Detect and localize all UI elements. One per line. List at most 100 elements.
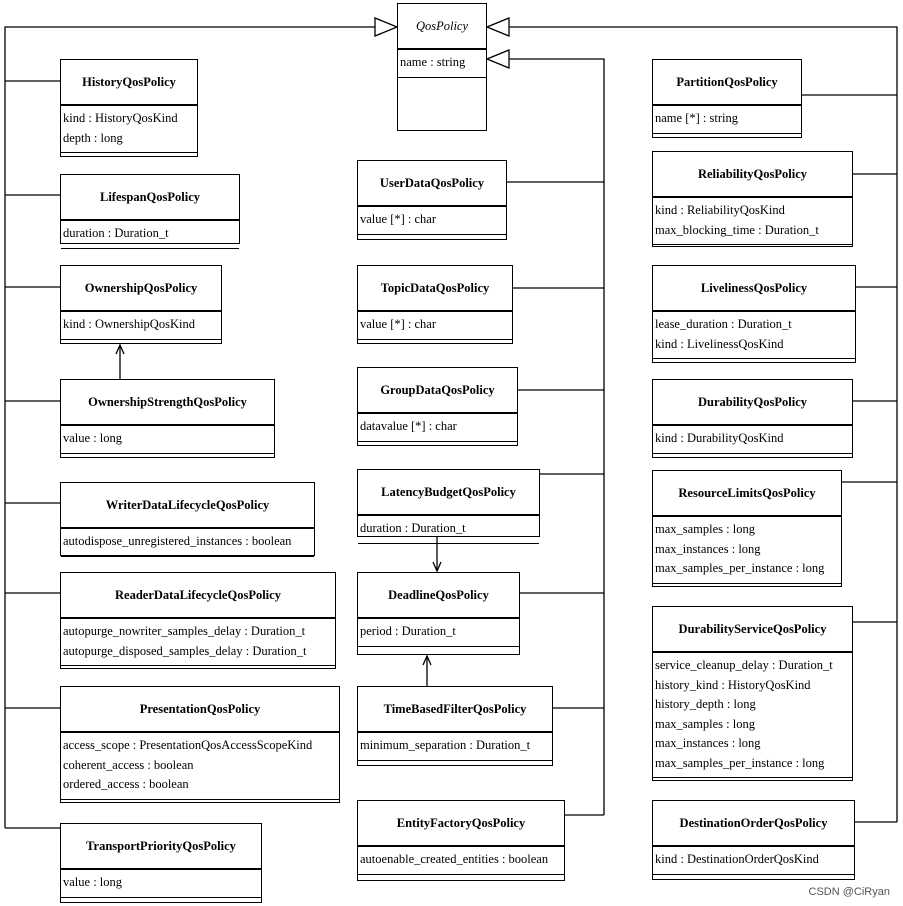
class-attributes: value [*] : char	[358, 311, 512, 339]
ownershipstrength-arrowhead	[115, 343, 125, 355]
class-attributes: name : string	[398, 49, 486, 77]
class-attributes: value : long	[61, 869, 261, 897]
class-attribute: kind : HistoryQosKind	[63, 111, 178, 125]
timebasedfilter-arrowhead	[422, 654, 432, 666]
class-name: TopicDataQosPolicy	[358, 266, 512, 311]
class-attribute: kind : OwnershipQosKind	[63, 317, 195, 331]
class-operations	[653, 873, 854, 883]
class-attribute: value [*] : char	[360, 212, 437, 226]
class-attribute: max_samples : long	[655, 522, 755, 536]
class-attribute: depth : long	[63, 130, 123, 145]
class-operations	[61, 338, 221, 348]
right-generalization-arrowhead	[485, 17, 510, 37]
class-name: PresentationQosPolicy	[61, 687, 339, 732]
class-operations	[61, 798, 339, 808]
class-attribute: max_instances : long	[655, 541, 761, 556]
class-operations	[358, 233, 506, 243]
class-attributes: duration : Duration_t	[358, 515, 539, 543]
class-operations	[358, 873, 564, 883]
class-attribute: coherent_access : boolean	[63, 757, 194, 772]
class-attributes: kind : DestinationOrderQosKind	[653, 846, 854, 874]
class-name: LivelinessQosPolicy	[653, 266, 855, 311]
class-operations	[358, 645, 519, 655]
class-attribute: service_cleanup_delay : Duration_t	[655, 658, 833, 672]
class-userdata: UserDataQosPolicy value [*] : char	[357, 160, 507, 240]
class-attributes: autodispose_unregistered_instances : boo…	[61, 528, 314, 556]
class-name: UserDataQosPolicy	[358, 161, 506, 206]
class-name: OwnershipQosPolicy	[61, 266, 221, 311]
class-attributes: access_scope : PresentationQosAccessScop…	[61, 732, 339, 799]
class-operations	[358, 542, 539, 552]
class-name: OwnershipStrengthQosPolicy	[61, 380, 274, 425]
class-attributes: value [*] : char	[358, 206, 506, 234]
class-name: HistoryQosPolicy	[61, 60, 197, 105]
class-operations	[358, 338, 512, 348]
class-operations	[61, 896, 261, 906]
class-attributes: kind : HistoryQosKind depth : long	[61, 105, 197, 152]
class-attributes: max_samples : long max_instances : long ma…	[653, 516, 841, 583]
class-attribute: max_samples_per_instance : long	[655, 561, 825, 575]
class-operations	[653, 582, 841, 592]
latencybudget-arrowhead	[432, 561, 442, 573]
class-name: ReliabilityQosPolicy	[653, 152, 852, 197]
class-name: ResourceLimitsQosPolicy	[653, 471, 841, 516]
class-name: EntityFactoryQosPolicy	[358, 801, 564, 846]
middle-generalization-trunk	[509, 58, 605, 815]
class-attribute: value : long	[63, 875, 123, 889]
watermark: CSDN @CiRyan	[808, 886, 890, 898]
class-attributes: name [*] : string	[653, 105, 801, 133]
middle-generalization-arrowhead	[485, 49, 510, 69]
class-operations	[358, 759, 552, 769]
class-attribute: autopurge_nowriter_samples_delay : Durat…	[63, 624, 306, 638]
class-attribute: period : Duration_t	[360, 624, 456, 638]
class-attributes: kind : OwnershipQosKind	[61, 311, 221, 339]
class-name: LifespanQosPolicy	[61, 175, 239, 220]
class-attributes: autoenable_created_entities : boolean	[358, 846, 564, 874]
class-operations	[653, 358, 855, 367]
class-attribute: datavalue [*] : char	[360, 419, 457, 433]
class-groupdata: GroupDataQosPolicy datavalue [*] : char	[357, 367, 518, 446]
class-attributes: datavalue [*] : char	[358, 413, 517, 441]
class-latencybudget: LatencyBudgetQosPolicy duration : Duratio…	[357, 469, 540, 544]
class-operations	[61, 555, 314, 565]
class-operations	[653, 244, 852, 253]
class-operations	[653, 777, 852, 786]
class-operations	[61, 665, 335, 674]
class-attribute: max_instances : long	[655, 736, 761, 750]
class-operations	[653, 132, 801, 142]
class-attribute: autopurge_disposed_samples_delay : Durat…	[63, 643, 307, 658]
class-name: LatencyBudgetQosPolicy	[358, 470, 539, 515]
class-ownership: OwnershipQosPolicy kind : OwnershipQosKin…	[60, 265, 222, 344]
class-operations	[61, 152, 197, 161]
class-attribute: max_blocking_time : Duration_t	[655, 222, 819, 237]
class-operations	[61, 452, 274, 462]
class-name: TimeBasedFilterQosPolicy	[358, 687, 552, 732]
class-attribute: max_samples : long	[655, 716, 755, 731]
class-attribute: access_scope : PresentationQosAccessScop…	[63, 738, 313, 752]
class-attribute: name : string	[400, 55, 466, 69]
class-attributes: kind : DurabilityQosKind	[653, 425, 852, 453]
class-name: DurabilityQosPolicy	[653, 380, 852, 425]
class-attribute: duration : Duration_t	[360, 521, 466, 535]
class-name: WriterDataLifecycleQosPolicy	[61, 483, 314, 528]
class-attribute: duration : Duration_t	[63, 226, 169, 240]
class-attributes: minimum_separation : Duration_t	[358, 732, 552, 760]
class-name: GroupDataQosPolicy	[358, 368, 517, 413]
class-name: DestinationOrderQosPolicy	[653, 801, 854, 846]
class-attribute: history_kind : HistoryQosKind	[655, 677, 811, 692]
class-attribute: history_depth : long	[655, 697, 756, 711]
left-generalization-trunk	[4, 26, 375, 828]
class-name: DeadlineQosPolicy	[358, 573, 519, 618]
